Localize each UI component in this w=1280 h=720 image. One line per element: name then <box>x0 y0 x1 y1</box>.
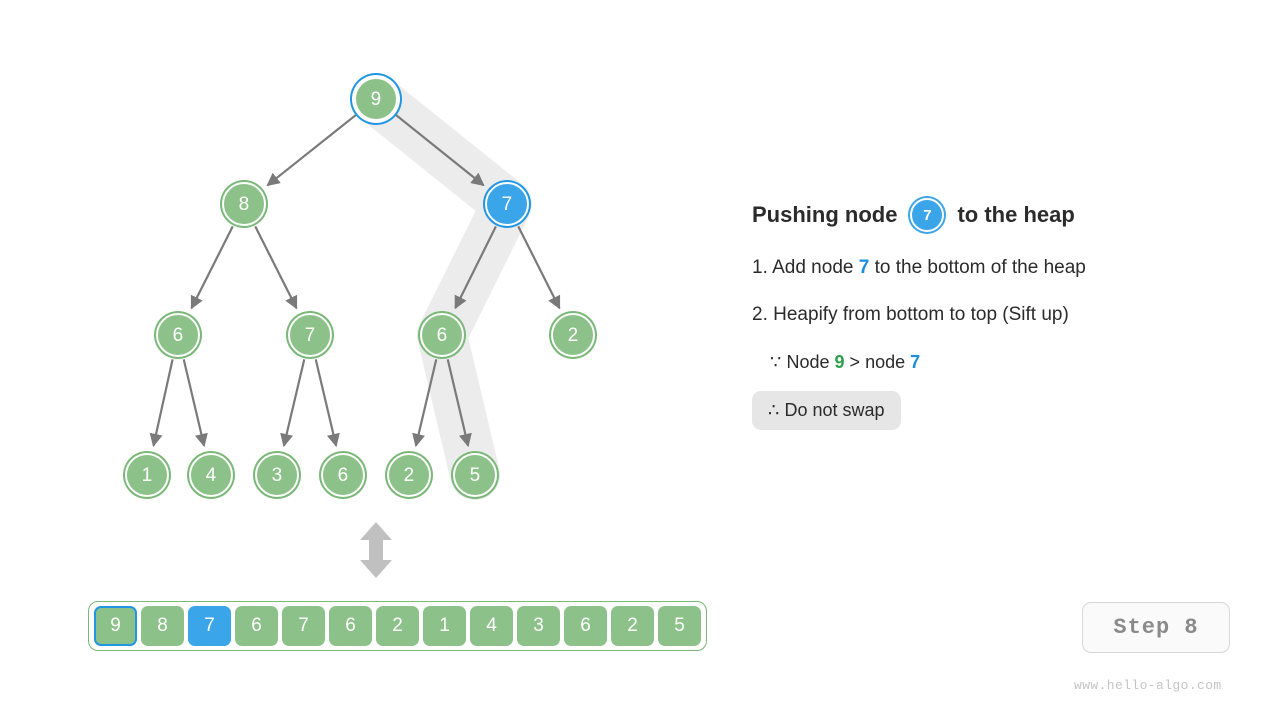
array-cell-10: 6 <box>564 606 607 646</box>
tree-node-7: 7 <box>485 182 529 226</box>
step-2-text: Heapify from bottom to top (Sift up) <box>773 304 1069 325</box>
array-cell-9: 3 <box>517 606 560 646</box>
tree-node-5: 5 <box>453 453 497 497</box>
double-arrow-vertical-icon <box>360 522 392 578</box>
array-cell-12: 5 <box>658 606 701 646</box>
step-1-highlight: 7 <box>858 257 870 278</box>
reason-comparison: ∵ Node 9 > node 7 <box>770 352 1252 373</box>
array-cell-1: 8 <box>141 606 184 646</box>
heap-tree-graphic <box>149 74 561 500</box>
therefore-symbol: ∴ <box>768 400 780 420</box>
array-cell-4: 7 <box>282 606 325 646</box>
array-cell-11: 2 <box>611 606 654 646</box>
because-text-before: Node <box>786 352 830 372</box>
array-cell-3: 6 <box>235 606 278 646</box>
conclusion-badge: ∴ Do not swap <box>752 391 901 430</box>
step-1-index: 1. <box>752 257 768 278</box>
array-cell-2: 7 <box>188 606 231 646</box>
tree-edges <box>149 113 561 448</box>
watermark: www.hello-algo.com <box>1074 678 1222 693</box>
array-cell-6: 2 <box>376 606 419 646</box>
tree-node-8: 8 <box>222 182 266 226</box>
array-cell-7: 1 <box>423 606 466 646</box>
therefore-text: Do not swap <box>784 400 885 420</box>
step-1-text-after: to the bottom of the heap <box>874 257 1086 278</box>
tree-node-3: 3 <box>255 453 299 497</box>
tree-node-1: 1 <box>125 453 169 497</box>
tree-node-7: 7 <box>288 313 332 357</box>
title-node-badge: 7 <box>910 198 945 232</box>
sift-up-path-highlight <box>351 74 532 500</box>
array-cell-5: 6 <box>329 606 372 646</box>
step-item-1: 1. Add node 7 to the bottom of the heap <box>752 257 1252 279</box>
array-cell-0: 9 <box>94 606 137 646</box>
because-value-child: 7 <box>910 352 921 372</box>
because-text-middle: node <box>865 352 906 372</box>
title-suffix: to the heap <box>957 202 1075 227</box>
tree-node-6: 6 <box>156 313 200 357</box>
step-2-index: 2. <box>752 304 768 325</box>
tree-node-6: 6 <box>420 313 464 357</box>
array-cell-8: 4 <box>470 606 513 646</box>
because-value-parent: 9 <box>834 352 845 372</box>
step-item-2: 2. Heapify from bottom to top (Sift up) <box>752 304 1252 326</box>
step-badge: Step 8 <box>1082 602 1230 653</box>
tree-node-6: 6 <box>321 453 365 497</box>
tree-node-4: 4 <box>189 453 233 497</box>
explanation-panel: Pushing node 7 to the heap 1. Add node 7… <box>752 198 1252 430</box>
title-prefix: Pushing node <box>752 202 898 227</box>
step-1-text-before: Add node <box>772 257 854 278</box>
because-operator: > <box>849 352 861 372</box>
tree-node-2: 2 <box>551 313 595 357</box>
tree-node-9: 9 <box>354 77 398 121</box>
page-title: Pushing node 7 to the heap <box>752 198 1252 232</box>
tree-node-2: 2 <box>387 453 431 497</box>
because-symbol: ∵ <box>770 352 782 372</box>
